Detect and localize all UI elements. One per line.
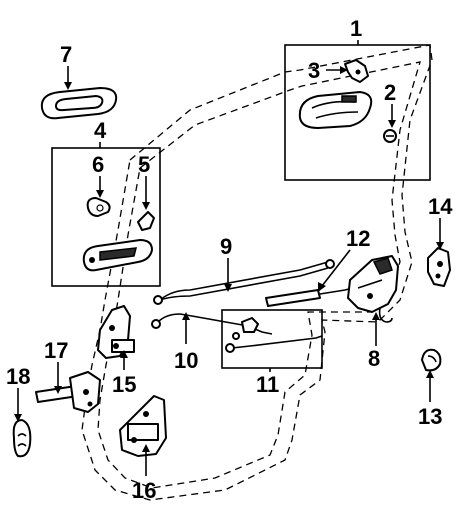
callout-12: 12 (346, 226, 370, 251)
outside-handle-part-1 (298, 91, 373, 129)
leader-lines (14, 40, 444, 476)
callout-14: 14 (428, 194, 453, 219)
clip-part-6 (86, 197, 111, 217)
callout-13: 13 (418, 404, 442, 429)
callout-6: 6 (92, 152, 104, 177)
cover-part-18 (12, 419, 32, 458)
callout-5: 5 (138, 152, 150, 177)
group-11-box (221, 309, 323, 369)
callout-15: 15 (112, 372, 136, 397)
spring-clip-part-5 (137, 211, 155, 231)
callout-18: 18 (6, 364, 30, 389)
callout-11: 11 (256, 372, 279, 397)
cable-part-12 (265, 285, 361, 307)
rod-clip-part-11 (225, 317, 323, 353)
button-part-13 (421, 348, 442, 372)
callout-16: 16 (132, 478, 156, 503)
callout-7: 7 (60, 42, 72, 67)
check-link-part-17 (35, 371, 101, 413)
callout-9: 9 (220, 234, 232, 259)
latch-clip-part-3 (344, 59, 369, 83)
callout-17: 17 (44, 338, 68, 363)
upper-hinge-part-15 (97, 305, 135, 359)
bracket-part-14 (427, 247, 451, 287)
rod-part-9 (153, 259, 335, 305)
lock-actuator-part-8 (347, 255, 399, 323)
trim-bezel-part-7 (40, 87, 118, 120)
group-4-box (51, 147, 161, 287)
callout-numbers: 1 2 3 4 5 6 7 8 9 10 11 12 13 14 15 16 1… (6, 16, 453, 503)
rod-part-10 (151, 313, 273, 335)
lower-hinge-part-16 (119, 395, 167, 457)
callout-3: 3 (308, 58, 320, 83)
screw-part-2 (383, 129, 397, 143)
callout-4: 4 (94, 118, 107, 143)
inside-handle-part-4 (82, 239, 153, 272)
callout-2: 2 (384, 80, 396, 105)
callout-8: 8 (368, 346, 380, 371)
callout-10: 10 (174, 348, 198, 373)
callout-1: 1 (350, 16, 362, 41)
